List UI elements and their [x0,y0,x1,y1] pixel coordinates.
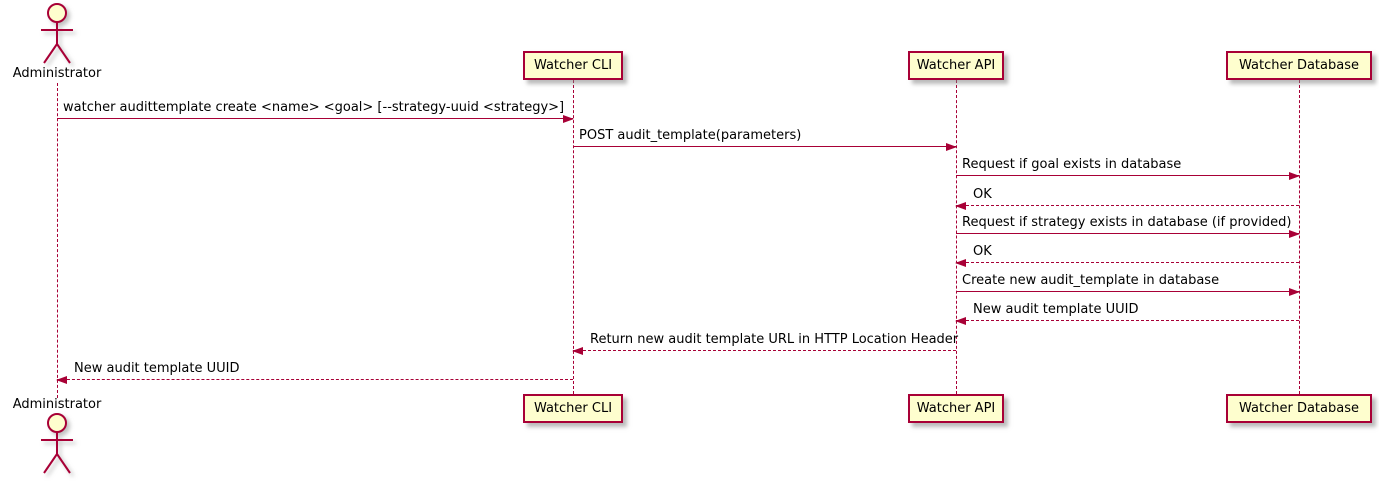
message-8: New audit template UUID [955,302,1299,325]
message-9: Return new audit template URL in HTTP Lo… [572,332,959,355]
message-label: Request if goal exists in database [962,157,1182,172]
message-arrow [56,376,573,384]
message-label: New audit template UUID [74,361,240,376]
actor-icon-bottom [37,413,77,479]
message-arrow [955,259,1299,267]
message-label: New audit template UUID [973,302,1139,317]
message-arrow [573,143,957,151]
lifeline-watcher-api [956,80,957,394]
message-label: watcher audittemplate create <name> <goa… [63,100,565,115]
actor-label-bottom: Administrator [12,397,102,412]
actor-label-top: Administrator [12,66,102,81]
arrowhead-icon [946,143,957,151]
message-label: Request if strategy exists in database (… [962,215,1292,230]
arrowhead-icon [563,115,574,123]
message-1: watcher audittemplate create <name> <goa… [57,100,574,123]
message-label: OK [973,244,992,259]
actor-icon-top [37,3,77,69]
participant-watcher-cli-top: Watcher CLI [523,51,623,80]
arrowhead-icon [955,202,966,210]
participant-watcher-database-top: Watcher Database [1226,51,1372,80]
message-arrow [956,172,1300,180]
participant-watcher-cli-bottom: Watcher CLI [523,394,623,423]
participant-watcher-api-top: Watcher API [908,51,1004,80]
arrowhead-icon [955,317,966,325]
message-arrow [955,317,1299,325]
message-5: Request if strategy exists in database (… [956,215,1300,238]
lifeline-watcher-cli [573,80,574,394]
arrowhead-icon [1289,230,1300,238]
message-6: OK [955,244,1299,267]
participant-watcher-database-bottom: Watcher Database [1226,394,1372,423]
message-label: OK [973,187,992,202]
message-arrow [956,288,1300,296]
message-10: New audit template UUID [56,361,573,384]
participant-watcher-api-bottom: Watcher API [908,394,1004,423]
arrowhead-icon [56,376,67,384]
arrowhead-icon [1289,172,1300,180]
message-arrow [955,202,1299,210]
message-7: Create new audit_template in database [956,273,1300,296]
arrowhead-icon [1289,288,1300,296]
message-arrow [956,230,1300,238]
message-arrow [572,347,956,355]
message-label: Return new audit template URL in HTTP Lo… [590,332,959,347]
lifeline-administrator [57,83,58,398]
message-arrow [57,115,574,123]
arrowhead-icon [955,259,966,267]
arrowhead-icon [572,347,583,355]
message-label: Create new audit_template in database [962,273,1220,288]
message-2: POST audit_template(parameters) [573,128,957,151]
message-label: POST audit_template(parameters) [579,128,802,143]
message-3: Request if goal exists in database [956,157,1300,180]
message-4: OK [955,187,1299,210]
